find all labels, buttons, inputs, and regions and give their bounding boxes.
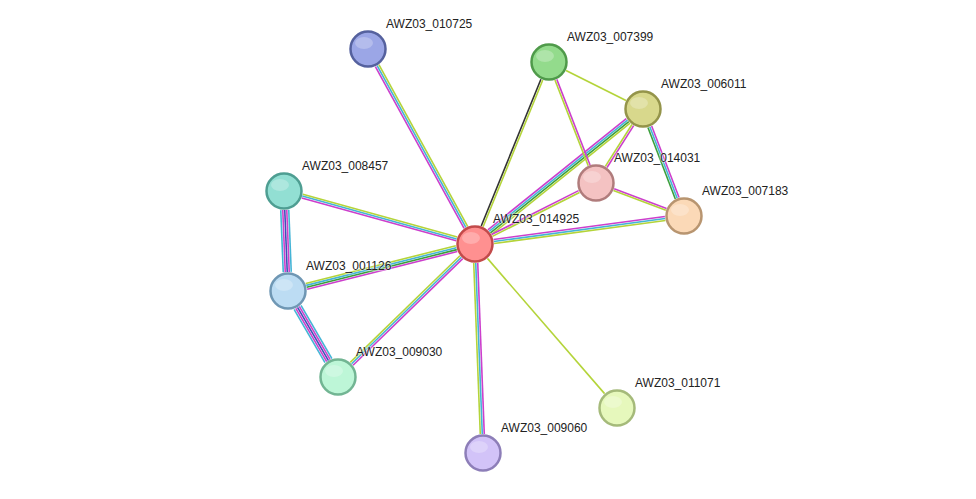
- evidence-strand: [281, 210, 283, 272]
- protein-node: AWZ03_009060: [464, 434, 502, 472]
- circle-shape: [600, 391, 635, 426]
- node-circle: [464, 434, 502, 472]
- circle-shape: [271, 274, 306, 309]
- circle-shape: [321, 360, 356, 395]
- evidence-strand: [489, 120, 627, 231]
- circle-highlight: [355, 37, 373, 49]
- evidence-strand: [298, 307, 329, 360]
- interaction-edge: [302, 194, 457, 241]
- protein-node: AWZ03_007183: [665, 197, 703, 235]
- protein-node: AWZ03_014925: [456, 225, 494, 263]
- circle-shape: [458, 227, 493, 262]
- protein-node: AWZ03_006011: [624, 90, 662, 128]
- node-circle: [349, 30, 387, 68]
- circle-highlight: [325, 365, 343, 377]
- evidence-strand: [306, 246, 456, 284]
- interaction-edge: [474, 263, 485, 434]
- interaction-edge: [613, 189, 666, 211]
- circle-highlight: [583, 171, 601, 183]
- node-label: AWZ03_008457: [302, 159, 388, 173]
- node-circle: [530, 43, 568, 81]
- evidence-strand: [490, 122, 628, 233]
- evidence-strand: [483, 80, 543, 227]
- evidence-strand: [303, 194, 457, 237]
- interaction-edge: [487, 258, 604, 393]
- interaction-edge: [555, 79, 590, 165]
- protein-node: AWZ03_007399: [530, 43, 568, 81]
- node-circle: [456, 225, 494, 263]
- evidence-strand: [557, 79, 590, 165]
- evidence-strand: [375, 67, 464, 229]
- node-label: AWZ03_010725: [386, 17, 472, 31]
- node-circle: [265, 172, 303, 210]
- evidence-strand: [301, 305, 332, 358]
- node-label: AWZ03_009030: [356, 345, 442, 359]
- circle-shape: [267, 174, 302, 209]
- evidence-strand: [613, 191, 665, 211]
- node-label: AWZ03_007399: [567, 30, 653, 44]
- node-label: AWZ03_011071: [635, 376, 720, 390]
- evidence-strand: [555, 80, 588, 166]
- circle-highlight: [271, 179, 289, 191]
- protein-node: AWZ03_010725: [349, 30, 387, 68]
- protein-node: AWZ03_008457: [265, 172, 303, 210]
- circle-highlight: [462, 232, 480, 244]
- node-circle: [319, 358, 357, 396]
- node-circle: [577, 164, 615, 202]
- protein-node: AWZ03_009030: [319, 358, 357, 396]
- circle-shape: [351, 32, 386, 67]
- interaction-edge: [281, 210, 291, 272]
- interaction-edge: [566, 70, 626, 100]
- node-circle: [598, 389, 636, 427]
- interaction-edge: [375, 65, 467, 229]
- evidence-strand: [302, 196, 456, 239]
- evidence-strand: [296, 308, 327, 361]
- node-circle: [624, 90, 662, 128]
- interaction-edge: [294, 305, 332, 362]
- evidence-strand: [299, 306, 330, 359]
- interaction-edge: [481, 79, 543, 227]
- circle-shape: [667, 199, 702, 234]
- protein-node: AWZ03_014031: [577, 164, 615, 202]
- node-circle: [665, 197, 703, 235]
- node-label: AWZ03_006011: [661, 77, 746, 91]
- node-label: AWZ03_014031: [614, 151, 700, 165]
- circle-highlight: [630, 97, 648, 109]
- circle-highlight: [671, 204, 689, 216]
- evidence-strand: [352, 257, 462, 364]
- evidence-strand: [306, 248, 456, 286]
- circle-highlight: [275, 279, 293, 291]
- node-label: AWZ03_007183: [702, 184, 788, 198]
- node-label: AWZ03_014925: [493, 212, 579, 226]
- circle-highlight: [536, 50, 554, 62]
- evidence-strand: [481, 79, 541, 226]
- circle-shape: [532, 45, 567, 80]
- evidence-strand: [474, 263, 481, 434]
- circle-highlight: [604, 396, 622, 408]
- evidence-strand: [487, 258, 604, 393]
- evidence-strand: [294, 309, 325, 362]
- evidence-strand: [614, 189, 666, 209]
- evidence-strand: [492, 191, 579, 235]
- evidence-strand: [492, 123, 630, 234]
- circle-shape: [626, 92, 661, 127]
- circle-highlight: [470, 441, 488, 453]
- circle-shape: [466, 436, 501, 471]
- protein-node: AWZ03_011071: [598, 389, 636, 427]
- evidence-strand: [377, 66, 466, 228]
- evidence-strand: [379, 65, 468, 227]
- protein-node: AWZ03_001126: [269, 272, 307, 310]
- node-label: AWZ03_001126: [306, 259, 391, 273]
- evidence-strand: [566, 70, 626, 100]
- evidence-strand: [488, 119, 626, 230]
- node-label: AWZ03_009060: [501, 421, 587, 435]
- interaction-edge: [488, 119, 630, 235]
- evidence-strand: [353, 259, 463, 366]
- evidence-strand: [302, 198, 456, 241]
- circle-shape: [579, 166, 614, 201]
- node-circle: [269, 272, 307, 310]
